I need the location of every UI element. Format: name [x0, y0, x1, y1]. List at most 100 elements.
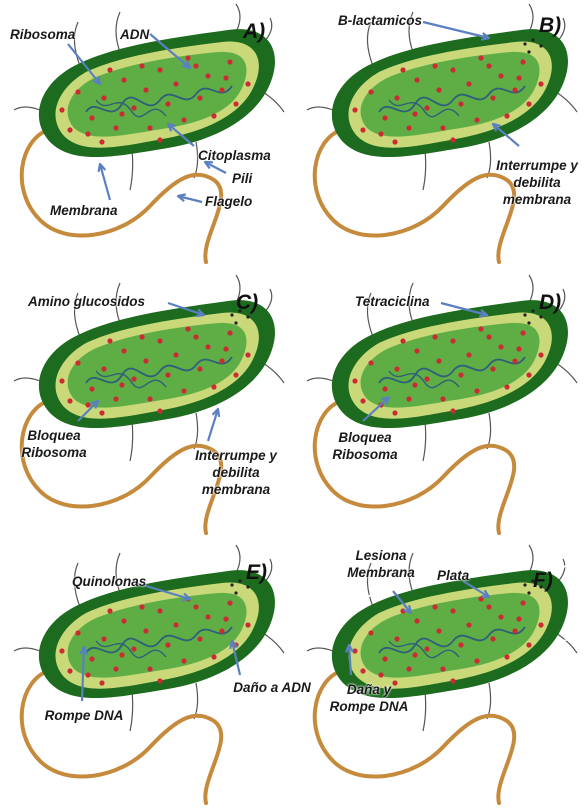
drug-particle [527, 50, 530, 53]
ribosome-dot [147, 666, 152, 671]
ribosome-dot [223, 616, 228, 621]
ribosome-dot [406, 125, 411, 130]
ribosome-dot [85, 402, 90, 407]
lesion-mark [423, 577, 433, 585]
ribosome-dot [424, 646, 429, 651]
label-effect: Interrumpe y debilita membrana [491, 157, 583, 208]
ribosome-dot [197, 366, 202, 371]
label-drug: Amino glucosidos [28, 293, 145, 310]
ribosome-dot [245, 352, 250, 357]
pilus-8 [307, 648, 333, 651]
label-effect2: Daña y Rompe DNA [323, 681, 415, 715]
ribosome-dot [227, 59, 232, 64]
ribosome-dot [233, 372, 238, 377]
ribosome-dot [458, 101, 463, 106]
ribosome-dot [113, 666, 118, 671]
label-membrana: Membrana [50, 202, 118, 219]
ribosome-dot [157, 608, 162, 613]
pointer-arrow [178, 194, 202, 202]
ribosome-dot [424, 376, 429, 381]
ribosome-dot [406, 396, 411, 401]
ribosome-dot [233, 101, 238, 106]
ribosome-dot [89, 115, 94, 120]
ribosome-dot [486, 334, 491, 339]
ribosome-dot [211, 654, 216, 659]
panel-letter: E) [246, 561, 267, 585]
label-effect1: Lesiona Membrana [341, 547, 421, 581]
drug-particle [531, 309, 534, 312]
label-pili: Pili [232, 170, 252, 187]
ribosome-dot [394, 636, 399, 641]
ribosome-dot [113, 396, 118, 401]
panel-letter: B) [539, 14, 561, 38]
ribosome-dot [157, 678, 162, 683]
ribosome-dot [382, 656, 387, 661]
label-drug: B-lactamicos [338, 12, 422, 29]
ribosome-dot [121, 618, 126, 623]
drug-particle [246, 585, 249, 588]
ribosome-dot [378, 672, 383, 677]
ribosome-dot [131, 646, 136, 651]
ribosome-dot [368, 89, 373, 94]
ribosome-dot [139, 604, 144, 609]
label-effect1: Bloquea Ribosoma [14, 427, 94, 461]
ribosome-dot [107, 338, 112, 343]
ribosome-dot [181, 658, 186, 663]
label-flagelo: Flagelo [205, 193, 252, 210]
ribosome-dot [394, 95, 399, 100]
ribosome-dot [147, 396, 152, 401]
pilus-8 [14, 107, 40, 110]
ribosome-dot [89, 386, 94, 391]
ribosome-dot [67, 127, 72, 132]
ribosome-dot [193, 63, 198, 68]
ribosome-dot [119, 111, 124, 116]
pilus-3 [236, 4, 240, 32]
label-drug: Quinolonas [72, 573, 146, 590]
ribosome-dot [378, 131, 383, 136]
pilus-5 [423, 150, 426, 190]
drug-particle [234, 591, 237, 594]
ribosome-dot [99, 410, 104, 415]
label-effect2: Interrumpe y debilita membrana [190, 447, 282, 498]
ribosome-dot [165, 372, 170, 377]
pilus-6 [194, 413, 198, 449]
ribosome-dot [474, 117, 479, 122]
bacterium-cell [307, 275, 577, 533]
pilus-3 [236, 545, 240, 573]
ribosome-dot [440, 125, 445, 130]
ribosome-dot [157, 137, 162, 142]
ribosome-dot [119, 382, 124, 387]
ribosome-dot [498, 344, 503, 349]
label-effect1: Rompe DNA [44, 707, 124, 724]
ribosome-dot [526, 372, 531, 377]
ribosome-dot [450, 408, 455, 413]
ribosome-dot [107, 67, 112, 72]
pilus-6 [487, 683, 491, 719]
ribosome-dot [219, 628, 224, 633]
ribosome-dot [75, 360, 80, 365]
ribosome-dot [245, 81, 250, 86]
lesion-mark [493, 687, 501, 697]
bacterium-cell [14, 545, 284, 803]
ribosome-dot [131, 376, 136, 381]
ribosome-dot [85, 131, 90, 136]
ribosome-dot [223, 346, 228, 351]
pilus-8 [307, 378, 333, 381]
ribosome-dot [406, 666, 411, 671]
ribosome-dot [382, 386, 387, 391]
ribosome-dot [526, 642, 531, 647]
pilus-5 [423, 691, 426, 731]
label-drug: Tetraciclina [355, 293, 430, 310]
ribosome-dot [101, 366, 106, 371]
ribosome-dot [490, 636, 495, 641]
ribosome-dot [368, 630, 373, 635]
pilus-8 [14, 648, 40, 651]
ribosome-dot [368, 360, 373, 365]
lesion-mark [363, 593, 373, 601]
ribosome-dot [211, 113, 216, 118]
ribosome-dot [227, 600, 232, 605]
ribosome-dot [101, 636, 106, 641]
pilus-8 [14, 378, 40, 381]
ribosome-dot [436, 628, 441, 633]
ribosome-dot [424, 105, 429, 110]
